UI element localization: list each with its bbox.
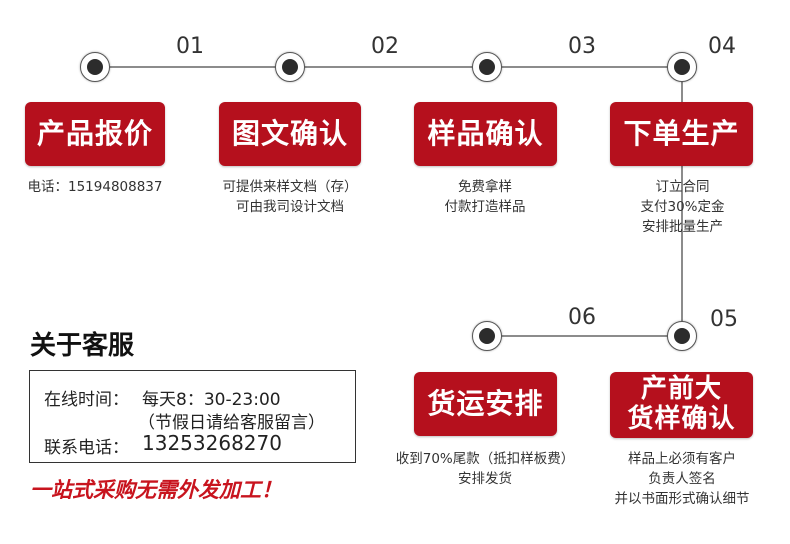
step-06-description: 收到70%尾款（抵扣样板费） 安排发货: [375, 449, 595, 489]
step-06-desc-line: 收到70%尾款（抵扣样板费）: [395, 451, 575, 467]
step-05-title-line-1: 产前大: [640, 374, 722, 405]
step-02-node: [275, 52, 305, 82]
step-02-title-box: 图文确认: [219, 102, 361, 166]
step-02-desc-line: 可提供来样文档（存）: [222, 179, 358, 195]
step-01-desc-line: 电话：15194808837: [27, 179, 163, 195]
step-02-desc-line: 可由我司设计文档: [236, 199, 344, 215]
step-06-desc-line: 安排发货: [458, 471, 512, 487]
service-heading: 关于客服: [30, 331, 135, 361]
step-01-title-box: 产品报价: [25, 102, 165, 166]
step-05-node: [667, 321, 697, 351]
step-02-number: 02: [371, 34, 399, 59]
step-03-desc-line: 免费拿样: [458, 179, 512, 195]
step-03-node: [472, 52, 502, 82]
step-03-description: 免费拿样 付款打造样品: [405, 177, 565, 217]
step-05-number: 05: [710, 307, 738, 332]
step-01-description: 电话：15194808837: [10, 177, 180, 197]
step-01-number: 01: [176, 34, 204, 59]
phone-number[interactable]: 13253268270: [142, 431, 282, 455]
step-03-title: 样品确认: [427, 116, 544, 150]
step-05-desc-line: 并以书面形式确认细节: [614, 491, 750, 507]
step-06-title: 货运安排: [427, 386, 544, 420]
online-hours-label: 在线时间：: [44, 390, 129, 410]
online-hours-value: 每天8：30-23:00: [142, 390, 281, 410]
step-03-title-box: 样品确认: [414, 102, 557, 166]
step-04-desc-line: 安排批量生产: [642, 219, 723, 235]
step-04-desc-line: 订立合同: [655, 179, 710, 195]
step-05-desc-line: 负责人签名: [648, 471, 716, 487]
step-04-title-box: 下单生产: [610, 102, 753, 166]
step-03-number: 03: [568, 34, 596, 59]
step-05-title-line-2: 货样确认: [627, 404, 736, 434]
service-info-panel: 在线时间： 每天8：30-23:00 （节假日请给客服留言） 联系电话： 132…: [29, 370, 356, 463]
step-03-desc-line: 付款打造样品: [444, 199, 526, 215]
step-04-number: 04: [708, 34, 736, 59]
step-05-title-box: 产前大 货样确认: [610, 372, 753, 438]
step-05-description: 样品上必须有客户 负责人签名 并以书面形式确认细节: [592, 449, 772, 509]
phone-label: 联系电话：: [44, 438, 129, 458]
online-hours-note: （节假日请给客服留言）: [138, 413, 325, 433]
step-05-desc-line: 样品上必须有客户: [628, 451, 736, 467]
step-01-node: [80, 52, 110, 82]
step-06-title-box: 货运安排: [414, 372, 557, 436]
step-06-number: 06: [568, 305, 596, 330]
step-02-description: 可提供来样文档（存） 可由我司设计文档: [200, 177, 380, 217]
step-02-title: 图文确认: [231, 116, 348, 150]
step-04-desc-line: 支付30%定金: [640, 199, 725, 215]
step-01-title: 产品报价: [36, 116, 153, 150]
step-04-node: [667, 52, 697, 82]
step-04-description: 订立合同 支付30%定金 安排批量生产: [605, 177, 760, 237]
slogan: 一站式采购无需外发加工！: [30, 478, 282, 502]
step-06-node: [472, 321, 502, 351]
step-04-title: 下单生产: [623, 116, 740, 150]
